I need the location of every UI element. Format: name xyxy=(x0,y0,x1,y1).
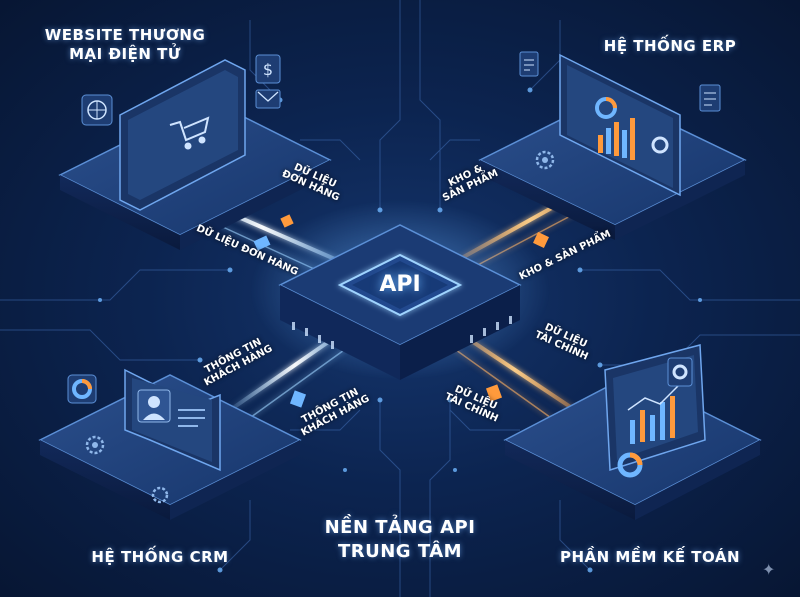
central-platform-title: NỀN TẢNG API TRUNG TÂM xyxy=(300,516,500,564)
user-icon xyxy=(137,389,171,423)
crm-platform xyxy=(38,368,302,520)
accounting-platform xyxy=(503,344,762,520)
erp-screen xyxy=(559,53,681,197)
erp-platform xyxy=(478,51,747,240)
ecommerce-title: WEBSITE THƯƠNG MẠI ĐIỆN TỬ xyxy=(30,26,220,64)
central-title-line1: NỀN TẢNG API xyxy=(324,517,476,538)
crm-title: HỆ THỐNG CRM xyxy=(91,548,229,566)
gear-icon xyxy=(85,435,169,504)
pie-chart-icon xyxy=(617,357,693,478)
crm-screen xyxy=(124,368,221,472)
chip-pins xyxy=(292,316,512,349)
bar-chart-icon xyxy=(598,118,635,160)
document-icon xyxy=(519,51,721,112)
api-hub xyxy=(250,200,550,380)
api-chip-label: API xyxy=(379,272,421,297)
mail-icon xyxy=(255,89,281,109)
accounting-title: PHẦN MỀM KẾ TOÁN xyxy=(559,548,741,566)
central-title-line2: TRUNG TÂM xyxy=(337,541,463,562)
gear-icon xyxy=(535,150,555,170)
bar-chart-icon xyxy=(627,383,681,444)
ecommerce-title-line1: WEBSITE THƯƠNG xyxy=(44,26,206,44)
svg-text:$: $ xyxy=(263,60,273,79)
globe-icon xyxy=(81,94,113,126)
pie-chart-icon xyxy=(67,374,97,404)
ecommerce-screen xyxy=(119,59,246,211)
cart-icon xyxy=(169,116,210,150)
sparkle-icon: ✦ xyxy=(762,560,776,579)
ecommerce-platform: $ xyxy=(58,54,332,250)
erp-title: HỆ THỐNG ERP xyxy=(603,37,737,55)
pie-chart-icon xyxy=(595,97,669,154)
dollar-icon: $ xyxy=(255,54,281,84)
ecommerce-title-line2: MẠI ĐIỆN TỬ xyxy=(69,45,181,63)
data-packets xyxy=(253,214,549,408)
